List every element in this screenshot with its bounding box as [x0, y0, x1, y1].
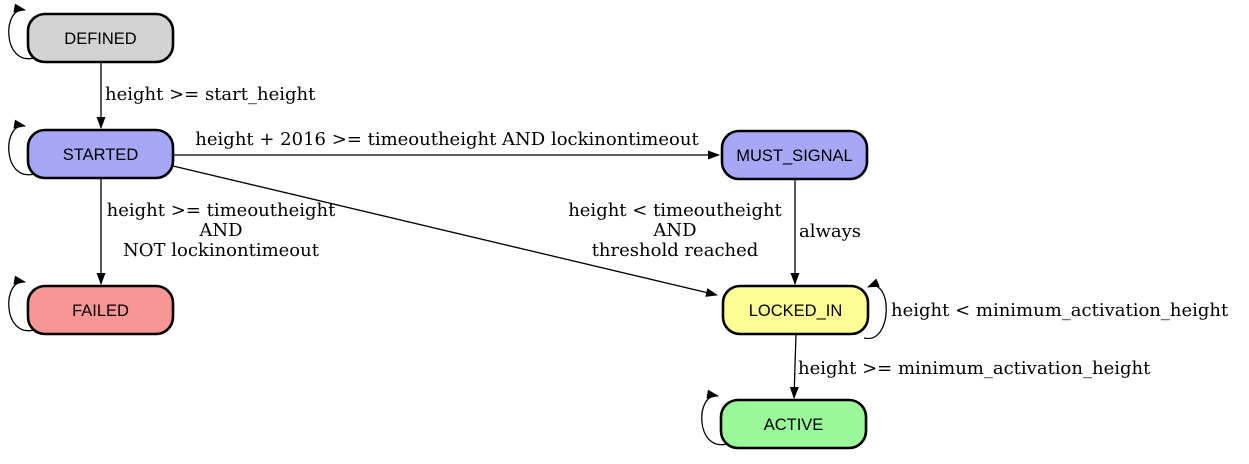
state-started: STARTED: [26, 128, 175, 180]
edge-label-started-failed-line2: AND: [198, 220, 242, 241]
state-must-signal-box: [720, 129, 869, 181]
edge-label-started-locked-in-line1: height < timeoutheight: [568, 200, 782, 221]
self-loop-failed: [8, 275, 35, 332]
edge-locked-in-active: [789, 333, 799, 399]
edge-label-started-must-signal: height + 2016 >= timeoutheight AND locki…: [195, 129, 699, 150]
state-failed-label: FAILED: [72, 302, 129, 320]
edge-label-defined-started: height >= start_height: [105, 84, 316, 105]
edge-label-started-failed-line3: NOT lockinontimeout: [123, 240, 320, 261]
self-loop-started: [8, 119, 35, 176]
state-active-box: [719, 398, 868, 450]
state-defined: DEFINED: [26, 12, 175, 64]
edge-label-started-locked-in-line3: threshold reached: [592, 240, 759, 261]
state-started-box: [26, 128, 175, 180]
state-locked-in-box: [721, 284, 870, 336]
state-locked-in: LOCKED_IN: [721, 284, 870, 336]
edge-label-locked-in-active: height >= minimum_activation_height: [798, 358, 1151, 379]
state-active-label: ACTIVE: [764, 416, 824, 434]
state-defined-box: [26, 12, 175, 64]
edge-label-started-locked-in-line2: AND: [652, 220, 696, 241]
state-locked-in-label: LOCKED_IN: [749, 302, 843, 320]
edge-started-locked-in: [172, 165, 718, 297]
edge-label-started-failed-line1: height >= timeoutheight: [107, 200, 336, 221]
edge-label-must-signal-locked-in: always: [799, 221, 861, 242]
edge-label-locked-in-self: height < minimum_activation_height: [891, 300, 1229, 321]
state-failed: FAILED: [26, 284, 175, 336]
self-loop-locked-in: [863, 278, 887, 339]
self-loop-active: [701, 389, 728, 446]
state-must-signal-label: MUST_SIGNAL: [736, 147, 852, 165]
self-loop-defined: [8, 3, 35, 60]
state-failed-box: [26, 284, 175, 336]
state-must-signal: MUST_SIGNAL: [720, 129, 869, 181]
state-started-label: STARTED: [63, 146, 139, 164]
state-active: ACTIVE: [719, 398, 868, 450]
state-defined-label: DEFINED: [64, 30, 137, 48]
